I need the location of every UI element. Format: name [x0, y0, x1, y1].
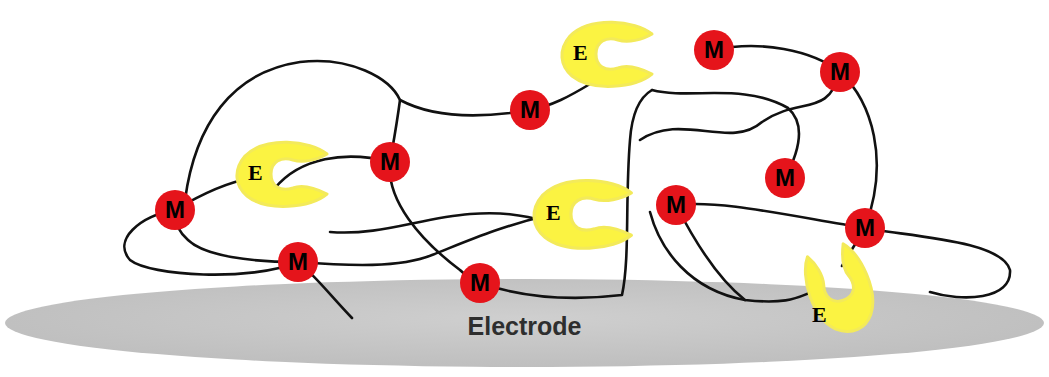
- metal-center: M: [845, 208, 885, 248]
- metal-label: M: [470, 271, 490, 295]
- metal-label: M: [704, 38, 724, 62]
- enzyme-shape: E: [235, 138, 335, 208]
- red-circle: [820, 52, 860, 92]
- red-circle: [765, 158, 805, 198]
- metal-center: M: [155, 190, 195, 230]
- red-circle: [155, 190, 195, 230]
- electrode-label: Electrode: [468, 314, 582, 339]
- enzyme-shape: E: [560, 18, 660, 88]
- metal-center: M: [370, 142, 410, 182]
- polymer-strand: [330, 213, 548, 232]
- metal-center: M: [694, 30, 734, 70]
- shape-outline: [790, 238, 886, 338]
- red-circle: [845, 208, 885, 248]
- enzyme-label: E: [573, 42, 588, 64]
- electrode-surface: Electrode: [5, 279, 1044, 367]
- metal-label: M: [830, 60, 850, 84]
- red-circle: [656, 185, 696, 225]
- metal-center: M: [278, 242, 318, 282]
- polymer-strand: [185, 61, 652, 298]
- polymer-strand: [298, 216, 545, 265]
- metal-label: M: [520, 98, 540, 122]
- red-circle: [460, 263, 500, 303]
- enzyme-shape: E: [790, 238, 886, 338]
- yellow-c-shape: [237, 142, 327, 206]
- red-circle: [370, 142, 410, 182]
- metal-label: M: [165, 198, 185, 222]
- metal-label: M: [380, 150, 400, 174]
- metal-center: M: [510, 90, 550, 130]
- enzyme-label: E: [812, 304, 827, 326]
- red-circle: [510, 90, 550, 130]
- enzyme-label: E: [546, 202, 561, 224]
- metal-label: M: [775, 166, 795, 190]
- red-circle: [694, 30, 734, 70]
- metal-label: M: [666, 193, 686, 217]
- polymer-strand: [124, 210, 298, 275]
- metal-center: M: [820, 52, 860, 92]
- polymer-strand: [640, 72, 840, 140]
- metal-center: M: [460, 263, 500, 303]
- enzyme-label: E: [248, 162, 263, 184]
- enzyme-shape: E: [532, 176, 640, 250]
- polymer-strand: [400, 84, 590, 115]
- metal-label: M: [855, 216, 875, 240]
- electrode-ellipse: [5, 279, 1044, 367]
- yellow-c-shape: [534, 180, 631, 248]
- yellow-c-shape: [562, 22, 652, 86]
- red-circle: [278, 242, 318, 282]
- metal-label: M: [288, 250, 308, 274]
- metal-center: M: [656, 185, 696, 225]
- metal-center: M: [765, 158, 805, 198]
